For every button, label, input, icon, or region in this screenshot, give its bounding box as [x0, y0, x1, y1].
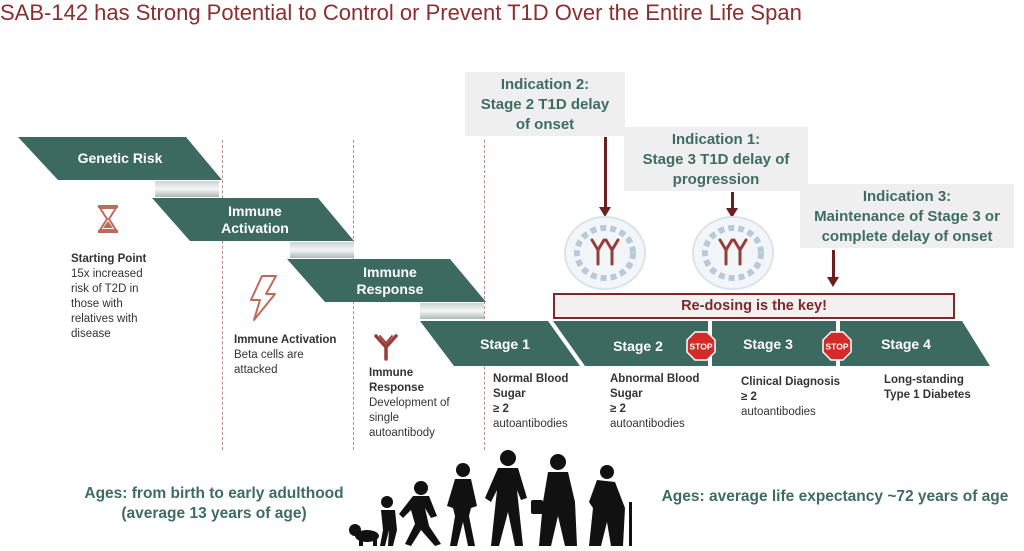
desc-threshold: ≥ 2	[741, 391, 757, 403]
stage-2-shape	[553, 321, 708, 366]
stage-label-4: Stage 4	[881, 336, 931, 352]
immune-response-desc: Immune Response Development of single au…	[369, 366, 465, 441]
hourglass-icon	[98, 205, 118, 233]
stop-sign-text: STOP	[690, 342, 713, 352]
indication-line: Indication 2:	[500, 76, 590, 93]
stage-label-1: Stage 1	[480, 336, 530, 352]
stage1-desc: Normal Blood Sugar ≥ 2 autoantibodies	[493, 372, 583, 432]
indication-line: Indication 3:	[862, 188, 952, 205]
desc-threshold: ≥ 2	[493, 403, 509, 415]
indication-line: progression	[672, 171, 760, 188]
step-label-line: Immune	[228, 203, 282, 219]
desc-text: autoantibodies	[493, 418, 568, 430]
indication-2-box: Indication 2: Stage 2 T1D delay of onset	[465, 72, 625, 136]
stage-1-shape	[420, 321, 580, 366]
desc-title: Immune Response	[369, 367, 424, 394]
desc-title: Normal Blood Sugar	[493, 373, 569, 400]
connector-2	[290, 242, 354, 258]
redosing-banner: Re-dosing is the key!	[553, 293, 955, 319]
desc-title: Immune Activation	[234, 334, 337, 346]
stage4-desc: Long-standing Type 1 Diabetes	[884, 373, 988, 403]
stop-sign-icon: STOP	[822, 331, 852, 361]
step-label-line: Immune	[363, 264, 417, 280]
ages-right: Ages: average life expectancy ~72 years …	[661, 488, 1009, 505]
desc-title: Abnormal Blood Sugar	[610, 373, 700, 400]
step-label-immune-response: Immune Response	[330, 264, 450, 298]
desc-text: 15x increased risk of T2D in those with …	[71, 268, 143, 340]
indication-line: Stage 2 T1D delay	[480, 96, 610, 113]
desc-text: autoantibodies	[741, 406, 816, 418]
antibody-icon	[374, 334, 398, 361]
separator-3	[484, 140, 485, 450]
ages-left: Ages: from birth to early adulthood (ave…	[64, 484, 364, 524]
step-label-line: Activation	[221, 220, 289, 236]
desc-text: Beta cells are attacked	[234, 349, 304, 376]
indication-line: complete delay of onset	[821, 228, 993, 245]
connector-3	[420, 303, 484, 319]
lightning-icon	[250, 275, 277, 321]
desc-title: Starting Point	[71, 253, 147, 265]
step-immune-response	[287, 259, 486, 302]
stage-label-3: Stage 3	[743, 336, 793, 352]
step-label-genetic-risk: Genetic Risk	[77, 150, 163, 166]
antibody-cell-icon	[692, 216, 774, 290]
desc-threshold: ≥ 2	[610, 403, 626, 415]
page-title: SAB-142 has Strong Potential to Control …	[0, 0, 802, 25]
step-genetic-risk	[18, 137, 222, 180]
indication-line: Stage 3 T1D delay of	[642, 151, 790, 168]
indication-3-arrow	[827, 250, 839, 287]
ages-line: (average 13 years of age)	[121, 505, 307, 522]
stop-sign-text: STOP	[826, 342, 849, 352]
stop-sign-icon: STOP	[686, 331, 716, 361]
step-immune-activation	[152, 198, 354, 241]
desc-text: Development of single autoantibody	[369, 397, 450, 439]
immune-activation-desc: Immune Activation Beta cells are attacke…	[234, 333, 346, 378]
antibody-cell-icon	[564, 216, 646, 290]
indication-3-box: Indication 3: Maintenance of Stage 3 or …	[800, 184, 1014, 248]
starting-point-desc: Starting Point 15x increased risk of T2D…	[71, 252, 153, 342]
stage-3-shape	[712, 321, 836, 366]
stage2-desc: Abnormal Blood Sugar ≥ 2 autoantibodies	[610, 372, 706, 432]
desc-title: Clinical Diagnosis	[741, 376, 841, 388]
stage3-desc: Clinical Diagnosis ≥ 2 autoantibodies	[741, 375, 851, 420]
stage-4-shape	[840, 321, 990, 366]
indication-line: of onset	[515, 116, 575, 133]
indication-line: Maintenance of Stage 3 or	[814, 208, 1000, 225]
separator-1	[222, 140, 223, 450]
life-stages-silhouette	[349, 450, 632, 546]
ages-line: Ages: from birth to early adulthood	[84, 485, 344, 502]
step-label-line: Response	[356, 281, 424, 297]
indication-1-box: Indication 1: Stage 3 T1D delay of progr…	[624, 127, 808, 191]
indication-2-arrow	[599, 137, 611, 217]
indication-1-arrow	[726, 192, 738, 218]
connector-1	[155, 181, 219, 197]
desc-text: autoantibodies	[610, 418, 685, 430]
indication-line: Indication 1:	[671, 131, 761, 148]
desc-title: Long-standing Type 1 Diabetes	[884, 374, 971, 401]
stage-label-2: Stage 2	[613, 338, 663, 354]
step-label-immune-activation: Immune Activation	[195, 203, 315, 237]
